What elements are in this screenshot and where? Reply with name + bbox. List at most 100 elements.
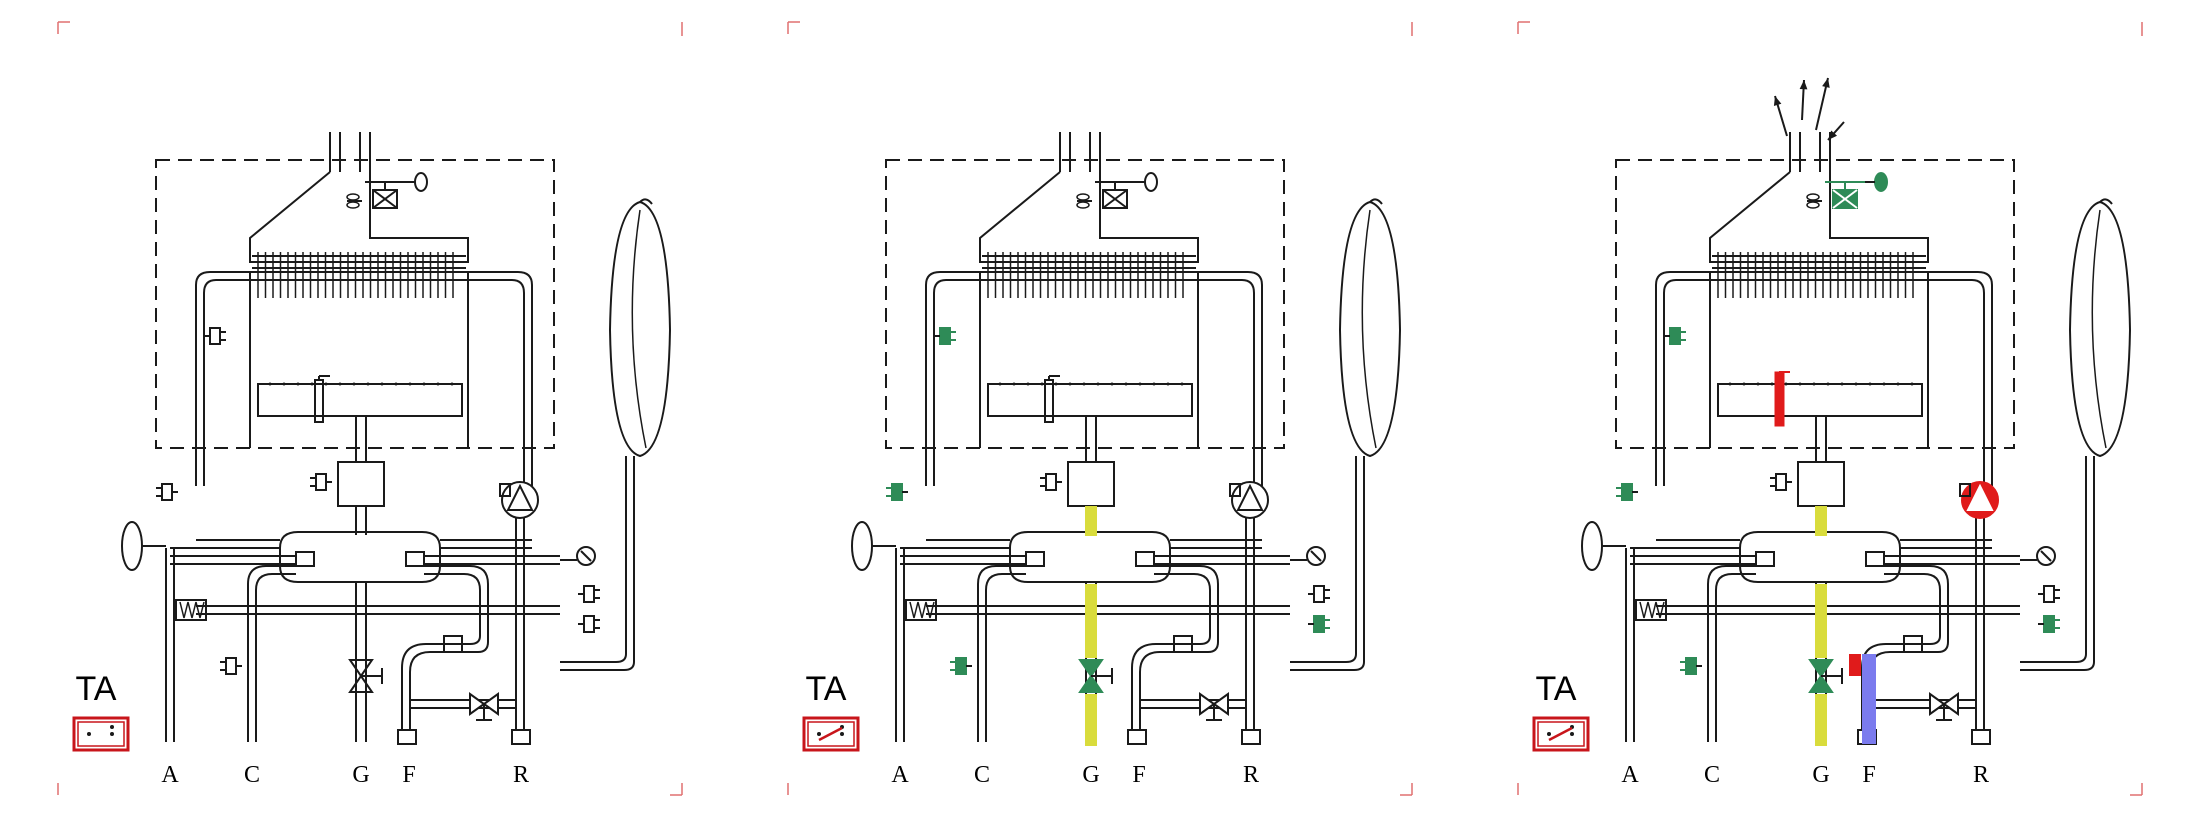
port-left (1025, 551, 1045, 567)
primary-loop-outer (1655, 271, 1993, 486)
port-f (1127, 729, 1147, 745)
overheat-thermostat (934, 327, 956, 345)
heat-exchanger-fins (252, 252, 466, 298)
bypass-valve (1199, 692, 1229, 721)
cold-water-flow (1849, 654, 1876, 744)
filling-tap (121, 521, 143, 571)
circulation-pump (499, 481, 539, 519)
bypass-spring (905, 599, 937, 621)
point-label-F: F (402, 762, 415, 788)
pipe-c-outer (977, 565, 1026, 742)
gas-valve-coil (1040, 473, 1062, 491)
flow-switch (156, 483, 178, 501)
pipe-f-inner (1131, 573, 1211, 730)
geometry (851, 132, 1402, 745)
heat-exchanger-fins (982, 252, 1196, 298)
circulation-pump (1959, 481, 1999, 519)
crop-marks (787, 21, 1413, 796)
dhw-sensor (2038, 615, 2060, 633)
expansion-vessel (608, 200, 672, 458)
port-r (511, 729, 531, 745)
port-left (295, 551, 315, 567)
point-label-R: R (1243, 762, 1259, 788)
port-right (1135, 551, 1155, 567)
point-label-F: F (1862, 762, 1875, 788)
fan-assembly (346, 172, 428, 209)
pipe-c-inner (1715, 573, 1756, 742)
geometry (1581, 132, 2132, 745)
gas-cock (348, 659, 383, 693)
thermostat-contact (1548, 726, 1573, 742)
fan-icon (1076, 193, 1090, 201)
gas-cock (1078, 659, 1113, 693)
heat-exchanger-fins (1712, 252, 1926, 298)
sealed-chamber (1615, 159, 2015, 449)
geometry (121, 132, 672, 745)
dhw-probe (1680, 657, 1702, 675)
point-label-G: G (1082, 762, 1099, 788)
fan-assembly (1806, 172, 1888, 209)
point-label-A: A (1621, 762, 1639, 788)
pipe-f-outer (409, 565, 489, 730)
point-label-R: R (1973, 762, 1989, 788)
circulation-pump (1229, 481, 1269, 519)
point-label-A: A (891, 762, 909, 788)
point-label-C: C (244, 762, 260, 788)
overheat-thermostat (1664, 327, 1686, 345)
gas-valve (337, 461, 385, 507)
thermostat-label: TA (76, 670, 117, 708)
vessel-pipe-outer (2020, 456, 2087, 663)
room-thermostat: TA (802, 670, 860, 752)
thermostat-label: TA (806, 670, 847, 708)
ignition-electrode (1774, 371, 1790, 427)
burner (987, 383, 1193, 417)
port-right (405, 551, 425, 567)
dhw-sensor (578, 615, 600, 633)
primary-loop-inner (1663, 279, 1985, 486)
room-thermostat: TA (72, 670, 130, 752)
filling-tap (1581, 521, 1603, 571)
gas-valve (1067, 461, 1115, 507)
room-thermostat: TA (1532, 670, 1590, 752)
gas-valve-coil (1770, 473, 1792, 491)
thermostat-box (72, 716, 130, 752)
bypass-spring (1635, 599, 1667, 621)
gas-flow (1815, 506, 1827, 746)
sealed-chamber (155, 159, 555, 449)
overheat-thermostat (204, 327, 226, 345)
pipe-c-outer (247, 565, 296, 742)
filling-tap (851, 521, 873, 571)
gas-cock (1808, 659, 1843, 693)
hydraulic-block (279, 531, 441, 583)
crop-marks (57, 21, 683, 796)
pressure-gauge (1306, 546, 1326, 566)
primary-loop-inner (203, 279, 525, 486)
vessel-pipe-outer (1290, 456, 1357, 663)
pipe-f-outer (1139, 565, 1219, 730)
fan-icon (1806, 193, 1820, 201)
pressure-gauge (2036, 546, 2056, 566)
port-r (1971, 729, 1991, 745)
dhw-probe (220, 657, 242, 675)
exchanger-hood (1709, 171, 1929, 263)
vessel-pipe-inner (1290, 456, 1365, 671)
gas-valve-coil (310, 473, 332, 491)
thermostat-contact (818, 726, 843, 742)
hydraulic-block (1009, 531, 1171, 583)
sealed-chamber (885, 159, 1285, 449)
point-label-R: R (513, 762, 529, 788)
point-label-G: G (1812, 762, 1829, 788)
exchanger-hood (249, 171, 469, 263)
port-f (397, 729, 417, 745)
point-label-A: A (161, 762, 179, 788)
vessel-pipe-outer (560, 456, 627, 663)
gas-flow (1085, 506, 1097, 746)
primary-loop-outer (925, 271, 1263, 486)
bypass-spring (175, 599, 207, 621)
thermostat-label: TA (1536, 670, 1577, 708)
fan-icon (346, 193, 360, 201)
gas-valve (1797, 461, 1845, 507)
dhw-probe (950, 657, 972, 675)
